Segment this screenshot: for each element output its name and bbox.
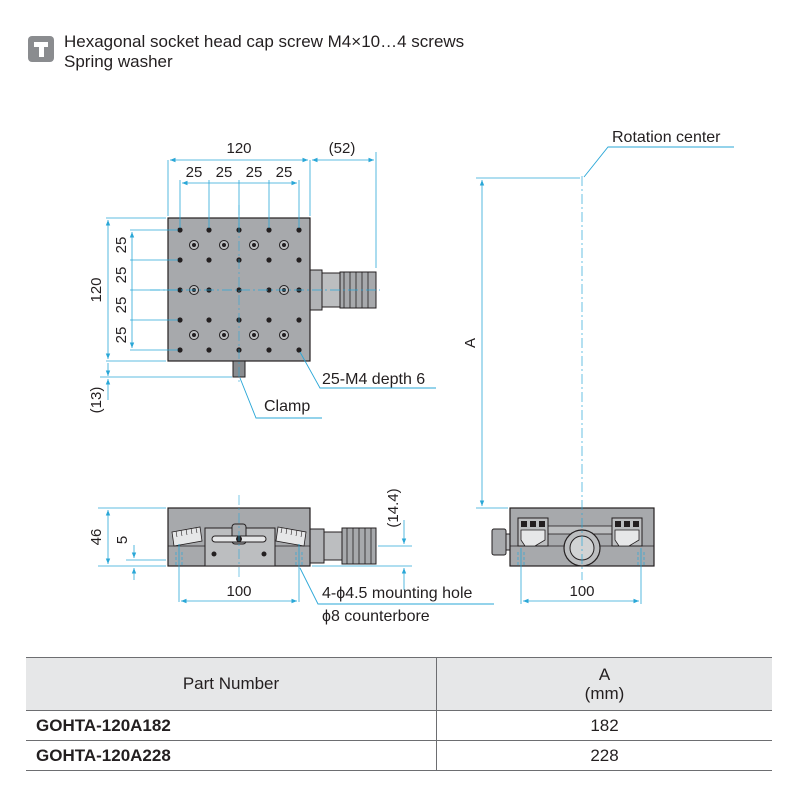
- tapped-hole: [296, 317, 302, 323]
- front-view: 46 5 (14.4) 100 4-ϕ4.5 mounting hole ϕ8 …: [88, 488, 494, 625]
- tapped-hole: [206, 317, 212, 323]
- mount-hole-callout: 4-ϕ4.5 mounting hole: [322, 585, 472, 602]
- header-a-unit: (mm): [584, 684, 625, 703]
- dim-pitch-y-1: 25: [113, 237, 130, 254]
- table-row: GOHTA-120A228 228: [26, 740, 772, 771]
- dim-clamp-offset: (13): [88, 387, 105, 414]
- header-a-label: A: [598, 665, 611, 684]
- dim-pitch-x-3: 25: [246, 164, 263, 181]
- dim-pitch-y-4: 25: [113, 327, 130, 344]
- clamp-callout: Clamp: [264, 398, 310, 415]
- dim-height: 120: [88, 277, 105, 302]
- table-row: GOHTA-120A182 182: [26, 710, 772, 741]
- tapped-hole: [266, 317, 272, 323]
- side-view: 100 A Rotation center: [462, 129, 734, 604]
- dim-total-height: 46: [88, 529, 105, 546]
- dim-mount-spacing: 100: [226, 583, 251, 600]
- counterbore-callout: ϕ8 counterbore: [322, 608, 430, 625]
- dim-pitch-y-2: 25: [113, 267, 130, 284]
- screw-note: Hexagonal socket head cap screw M4×10…4 …: [64, 32, 465, 51]
- tapped-hole: [177, 257, 183, 263]
- counterbore-center: [252, 243, 256, 247]
- screw-note-icon: [28, 36, 54, 62]
- a-value-cell: 228: [436, 740, 772, 771]
- dim-inner-height: 5: [114, 536, 131, 544]
- tapped-hole: [296, 257, 302, 263]
- dim-pitch-x-4: 25: [276, 164, 293, 181]
- tapped-hole: [177, 347, 183, 353]
- dim-pitch-x-1: 25: [186, 164, 203, 181]
- rotation-center-callout: Rotation center: [612, 129, 721, 146]
- counterbore-center: [222, 243, 226, 247]
- dim-radius-a: A: [462, 338, 479, 348]
- counterbore-center: [222, 333, 226, 337]
- counterbore-center: [192, 333, 196, 337]
- header-a: A (mm): [436, 657, 772, 711]
- dim-width: 120: [226, 140, 251, 157]
- tapped-hole: [266, 347, 272, 353]
- dim-pitch-x-2: 25: [216, 164, 233, 181]
- screw-glyph-icon: [34, 42, 48, 57]
- table-header-row: Part Number A (mm): [26, 657, 772, 711]
- spec-table: Part Number A (mm) GOHTA-120A182 182 GOH…: [26, 657, 772, 771]
- counterbore-center: [192, 243, 196, 247]
- holes-callout: 25-M4 depth 6: [322, 371, 425, 388]
- dim-right-height: (14.4): [385, 488, 402, 527]
- tapped-hole: [206, 347, 212, 353]
- counterbore-center: [252, 333, 256, 337]
- side-mount-spacing: 100: [569, 583, 594, 600]
- header-part-number: Part Number: [26, 657, 437, 711]
- counterbore-center: [282, 243, 286, 247]
- tapped-hole: [296, 347, 302, 353]
- tapped-hole: [206, 257, 212, 263]
- tapped-hole: [206, 227, 212, 233]
- dim-overhang: (52): [329, 140, 356, 157]
- tapped-hole: [177, 227, 183, 233]
- tapped-hole: [177, 287, 183, 293]
- tapped-hole: [266, 287, 272, 293]
- washer-note: Spring washer: [64, 52, 173, 71]
- a-value-cell: 182: [436, 710, 772, 741]
- tapped-hole: [177, 317, 183, 323]
- tapped-hole: [296, 227, 302, 233]
- tapped-hole: [266, 227, 272, 233]
- technical-drawing: 120 (52) 25 25 25 25 120: [88, 129, 734, 625]
- tapped-hole: [266, 257, 272, 263]
- top-view: 120 (52) 25 25 25 25 120: [88, 140, 436, 419]
- part-number-cell: GOHTA-120A228: [26, 740, 437, 771]
- dim-pitch-y-3: 25: [113, 297, 130, 314]
- part-number-cell: GOHTA-120A182: [26, 710, 437, 741]
- counterbore-center: [282, 333, 286, 337]
